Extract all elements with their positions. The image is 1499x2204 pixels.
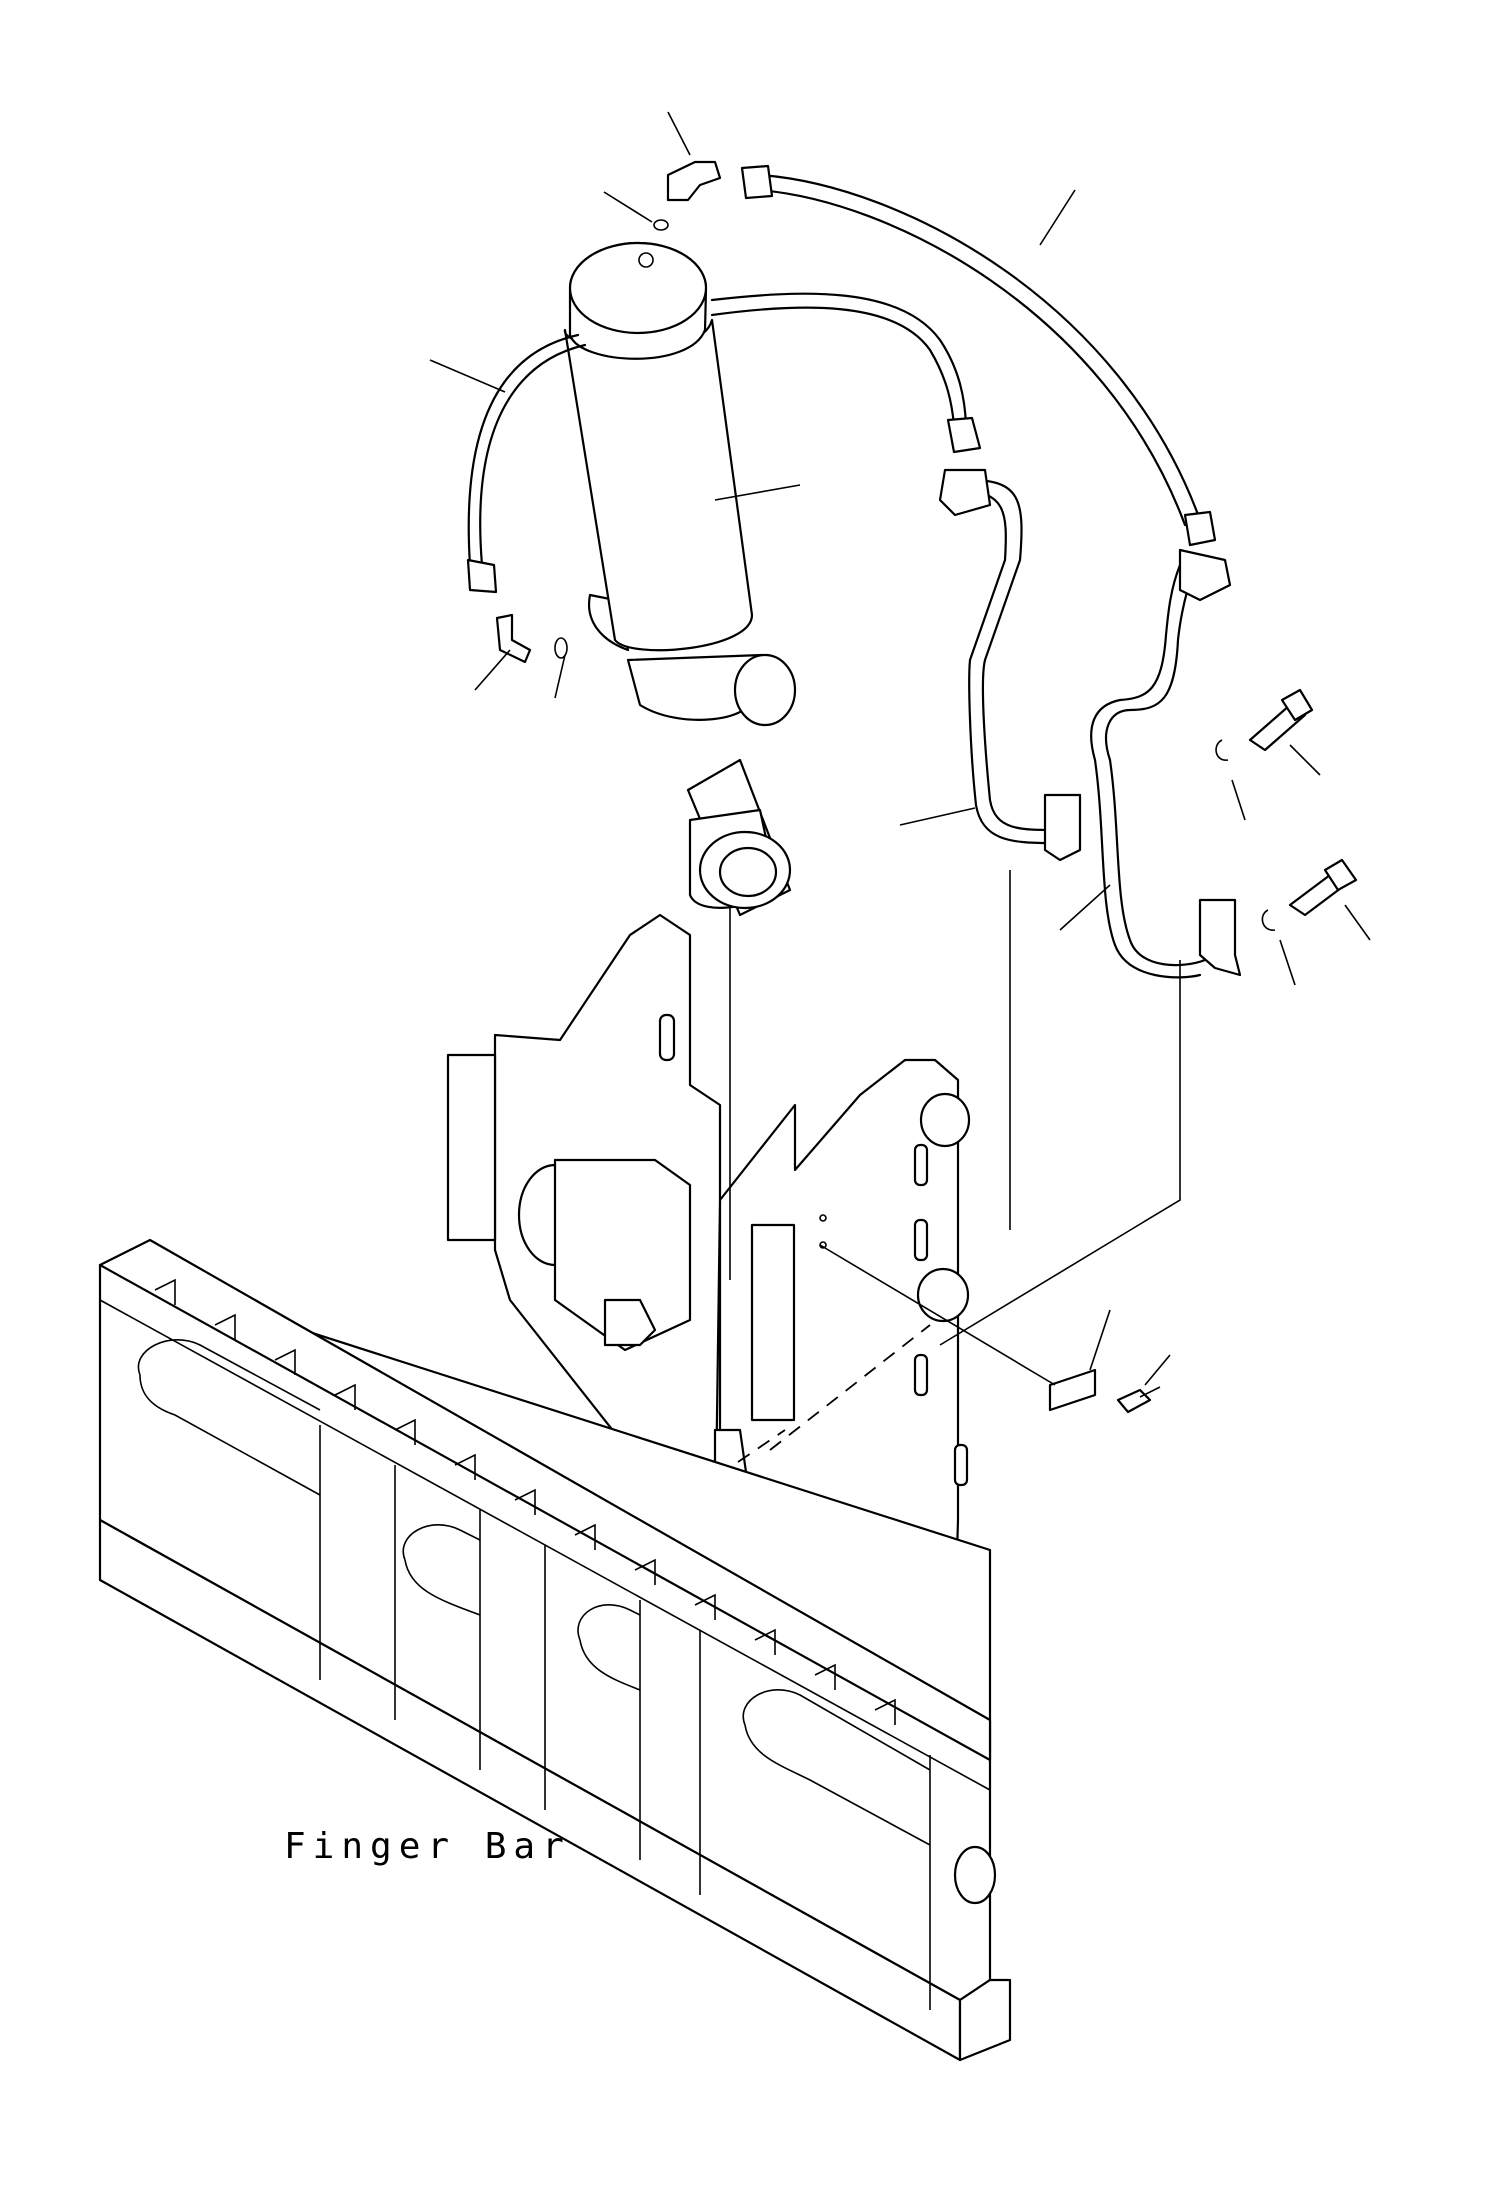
bolt-lower (1262, 860, 1356, 930)
leader-line (668, 112, 690, 155)
hose-top-arc (742, 166, 1215, 545)
finger-bar-ribs (320, 1425, 930, 2010)
finger-bar (100, 1240, 1010, 2060)
hose-top-nut (742, 166, 772, 198)
leader-lines (430, 112, 1370, 1385)
finger-bar-end-hole (955, 1847, 995, 1903)
pivot-boss-upper (921, 1094, 969, 1146)
rivet (1118, 1390, 1150, 1412)
leader-line (1060, 885, 1110, 930)
trunnion-pin (735, 655, 795, 725)
steel-tube-left (940, 470, 1080, 860)
bolt-upper (1216, 690, 1312, 760)
o-ring-left (555, 638, 567, 658)
steel-tube-right (1091, 550, 1240, 977)
clip-lower (1262, 910, 1275, 930)
finger-bar-tubes (138, 1340, 930, 1845)
leader-line (604, 192, 652, 222)
wear-pad-left (448, 1055, 495, 1240)
o-ring-top (654, 220, 668, 230)
leader-line (1345, 905, 1370, 940)
top-elbow-fitting (654, 162, 720, 230)
tube-block-upper-left (940, 470, 990, 515)
leader-line (900, 808, 975, 825)
leader-line (1040, 190, 1075, 245)
finger-bar-teeth (155, 1280, 895, 1725)
cylinder-bracket (555, 1160, 690, 1350)
leader-line (1290, 745, 1320, 775)
tube-block-upper-right (1180, 550, 1230, 600)
leader-line (1280, 940, 1295, 985)
leader-line (1090, 1310, 1110, 1370)
hose-right (712, 294, 980, 452)
clip-upper (1216, 740, 1228, 760)
leader-line (1145, 1355, 1170, 1385)
tube-block-lower-right (1200, 900, 1240, 975)
leader-line (430, 360, 505, 392)
tube-block-lower-left (1045, 795, 1080, 860)
pivot-boss-lower (918, 1269, 968, 1321)
cylinder-cap-plug (639, 253, 653, 267)
diagram-caption: Finger Bar (284, 1826, 571, 1867)
wear-pad-right (752, 1225, 794, 1420)
hydraulic-cylinder (565, 243, 795, 915)
leader-line (555, 655, 565, 698)
elbow-fitting-left (497, 615, 530, 662)
leader-line (475, 650, 510, 690)
hose-left (468, 335, 585, 662)
leader-line (1232, 780, 1245, 820)
assembly-lines (730, 870, 1180, 1462)
leader-line (715, 485, 800, 500)
name-plate (1050, 1370, 1160, 1412)
